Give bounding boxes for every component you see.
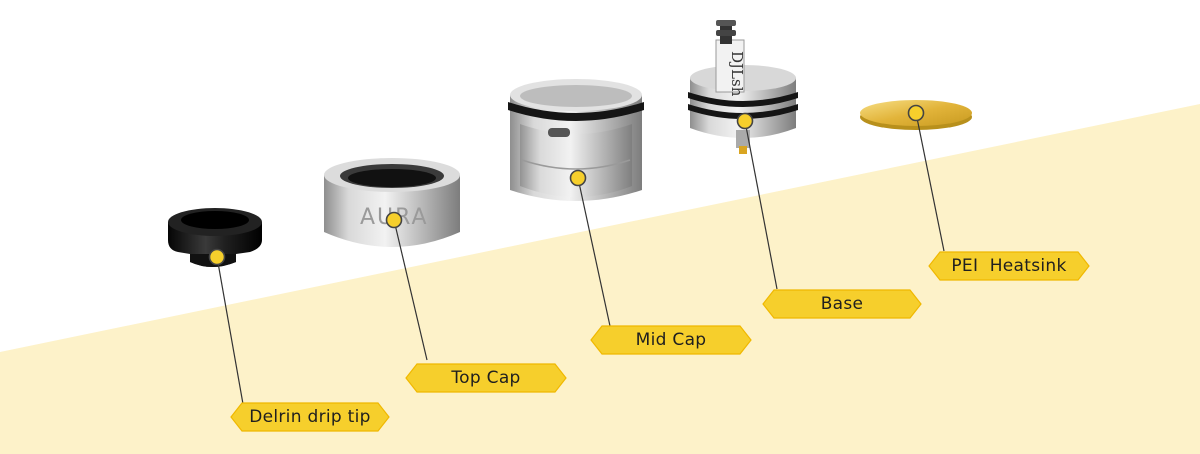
label-pei-heatsink-text: PEI Heatsink bbox=[951, 256, 1067, 276]
label-badge-shape bbox=[590, 325, 752, 355]
label-badge-shape bbox=[405, 363, 567, 393]
label-mid-cap-text: Mid Cap bbox=[635, 330, 707, 350]
marker-base bbox=[736, 112, 754, 130]
label-top-cap: Top Cap bbox=[405, 363, 567, 393]
mid-cap-image bbox=[508, 79, 644, 201]
label-delrin-drip-tip: Delrin drip tip bbox=[230, 402, 390, 432]
label-base: Base bbox=[762, 289, 922, 319]
label-base-text: Base bbox=[820, 294, 864, 314]
top-cap-image: AURA bbox=[324, 158, 460, 247]
label-mid-cap: Mid Cap bbox=[590, 325, 752, 355]
label-badge-shape bbox=[762, 289, 922, 319]
label-badge-shape bbox=[230, 402, 390, 432]
leader-lines bbox=[216, 112, 945, 405]
marker-mid-cap bbox=[569, 169, 587, 187]
label-badge-shape bbox=[928, 251, 1090, 281]
marker-delrin-drip-tip bbox=[208, 248, 226, 266]
marker-top-cap bbox=[385, 211, 403, 229]
base-engraving: DJLsh bbox=[728, 51, 746, 97]
marker-pei-heatsink bbox=[907, 104, 925, 122]
delrin-drip-tip-image bbox=[168, 208, 262, 267]
base-image: DJLsh bbox=[688, 20, 798, 154]
label-pei-heatsink: PEI Heatsink bbox=[928, 251, 1090, 281]
label-top-cap-text: Top Cap bbox=[451, 368, 521, 388]
label-delrin-drip-tip-text: Delrin drip tip bbox=[249, 407, 371, 427]
